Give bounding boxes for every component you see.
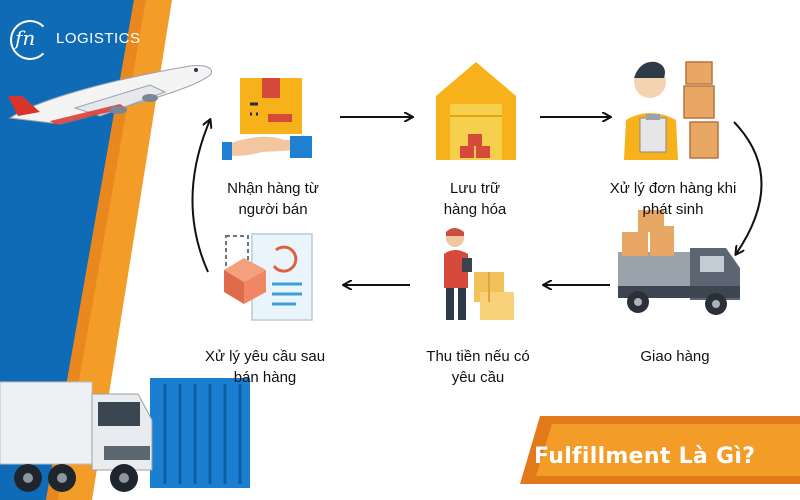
step-label-line: yêu cầu bbox=[451, 369, 505, 386]
step-label-line: bán hàng bbox=[233, 369, 297, 386]
step-label-line: Lưu trữ bbox=[449, 180, 501, 197]
step-label-line: Nhận hàng từ bbox=[227, 180, 319, 197]
step-label-line: Xử lý đơn hàng khi bbox=[609, 180, 737, 197]
arrow-process-to-deliver bbox=[733, 121, 763, 254]
brand-logo: fn LOGISTICS bbox=[8, 18, 141, 60]
step-label-after-sales: Xử lý yêu cầu sau bán hàng bbox=[180, 346, 350, 388]
step-label-line: người bán bbox=[238, 201, 308, 218]
step-label-line: Xử lý yêu cầu sau bbox=[204, 348, 326, 365]
logo-mark: fn bbox=[8, 18, 56, 60]
shipping-container bbox=[150, 378, 250, 488]
blue-panel bbox=[0, 0, 134, 500]
step-label-line: phát sinh bbox=[642, 201, 704, 218]
step-label-process: Xử lý đơn hàng khi phát sinh bbox=[588, 178, 758, 220]
return-document-icon bbox=[224, 233, 313, 321]
delivery-truck-icon bbox=[618, 210, 740, 315]
brand-name: LOGISTICS bbox=[56, 29, 141, 47]
warehouse-icon bbox=[436, 62, 516, 160]
airplane-image bbox=[8, 65, 213, 125]
step-label-collect: Thu tiền nếu có yêu cầu bbox=[393, 346, 563, 388]
courier-with-package-icon bbox=[444, 228, 514, 320]
step-label-line: hàng hóa bbox=[443, 201, 507, 218]
step-label-deliver: Giao hàng bbox=[590, 346, 760, 367]
step-label-store: Lưu trữ hàng hóa bbox=[390, 178, 560, 220]
worker-with-boxes-icon bbox=[624, 61, 719, 160]
cargo-truck-image bbox=[0, 378, 250, 492]
panel-seam bbox=[46, 0, 146, 500]
step-label-receive: Nhận hàng từ người bán bbox=[188, 178, 358, 220]
flow-arrows bbox=[191, 117, 763, 285]
logo-mark-text: fn bbox=[15, 26, 36, 50]
step-label-line: Thu tiền nếu có bbox=[426, 348, 530, 365]
title-ribbon-inner bbox=[536, 424, 800, 476]
step-label-line: Giao hàng bbox=[640, 348, 710, 365]
box-in-hand-icon bbox=[222, 78, 312, 160]
infographic-title: Fulfillment Là Gì? bbox=[534, 444, 756, 469]
logo-ring bbox=[10, 20, 50, 60]
arrow-after-sales-to-receive bbox=[191, 120, 210, 273]
